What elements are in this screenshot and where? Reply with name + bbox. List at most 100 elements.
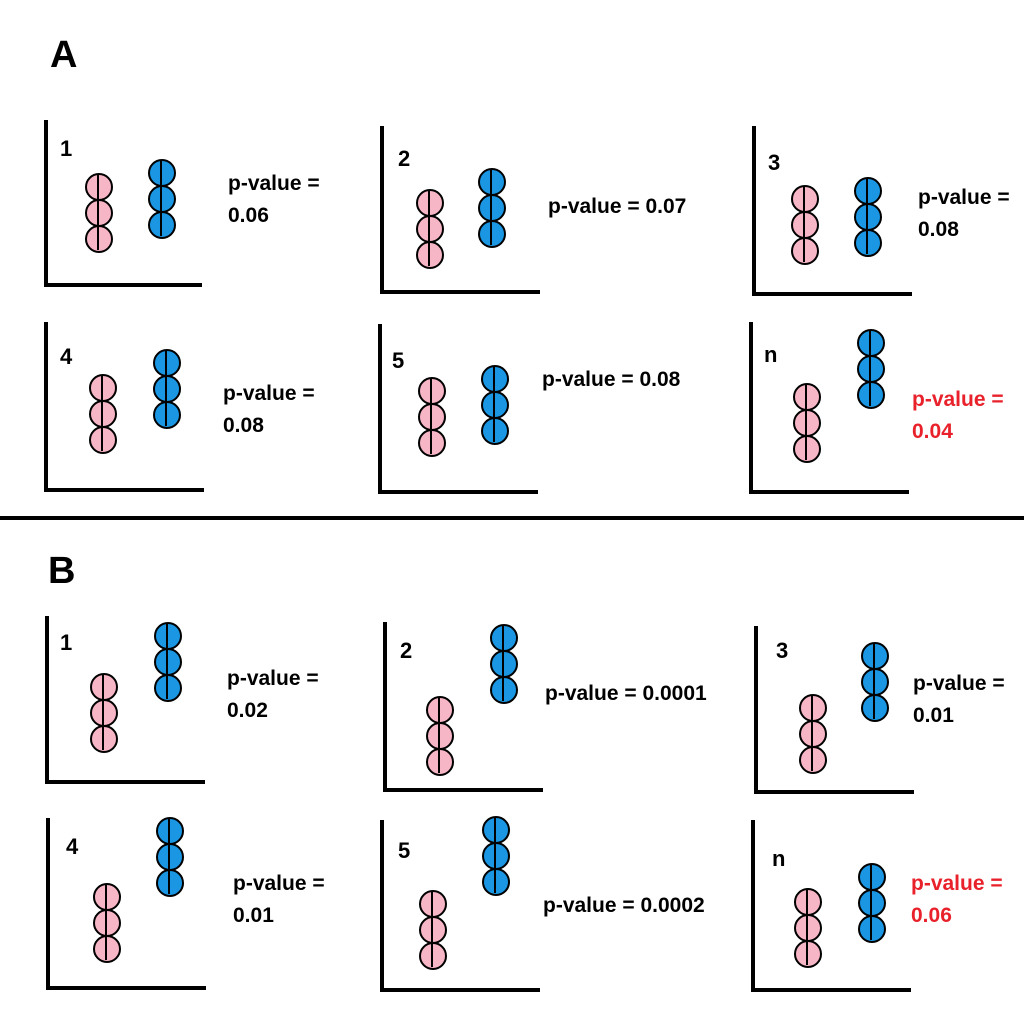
p-value-line1: p-value = — [912, 388, 1004, 411]
blue-group-dot — [490, 650, 518, 678]
pink-group-dot — [90, 673, 118, 701]
pink-group-dot — [418, 377, 446, 405]
panel-label: n — [764, 342, 778, 367]
y-axis — [44, 120, 48, 285]
blue-group-dot — [482, 816, 510, 844]
pink-group-dot — [799, 746, 827, 774]
pink-group-dot — [93, 883, 121, 911]
blue-group-error-bar — [490, 169, 492, 245]
p-value-text: p-value = 0.0001 — [545, 678, 707, 710]
blue-group-dot — [153, 349, 181, 377]
pink-group-error-bar — [438, 697, 440, 773]
blue-group-dot — [861, 642, 889, 670]
blue-group-error-bar — [160, 160, 162, 236]
section-label-a: A — [50, 34, 78, 76]
blue-group-dot — [861, 694, 889, 722]
y-axis — [46, 818, 50, 988]
x-axis — [380, 290, 540, 294]
blue-group-error-bar — [166, 623, 168, 699]
pink-group-dot — [793, 409, 821, 437]
pink-group-dot — [85, 225, 113, 253]
blue-group-error-bar — [869, 330, 871, 406]
p-value-text: p-value = 0.08 — [542, 364, 680, 396]
blue-group-dot — [857, 381, 885, 409]
blue-group-dot — [156, 869, 184, 897]
x-axis — [751, 988, 911, 992]
p-value-line1: p-value = — [223, 382, 315, 405]
x-axis — [383, 788, 543, 792]
blue-group-dot — [148, 185, 176, 213]
y-axis — [751, 820, 755, 990]
y-axis — [380, 126, 384, 292]
pink-group-error-bar — [101, 375, 103, 451]
p-value-line1: p-value = — [233, 872, 325, 895]
pink-group-error-bar — [428, 190, 430, 266]
pink-group-dot — [426, 722, 454, 750]
x-axis — [749, 490, 909, 494]
pink-group-dot — [799, 694, 827, 722]
pink-group-dot — [85, 199, 113, 227]
blue-group-dot — [148, 211, 176, 239]
panel-label: n — [772, 846, 786, 871]
blue-group-error-bar — [866, 178, 868, 254]
x-axis — [754, 790, 914, 794]
x-axis — [46, 986, 206, 990]
y-axis — [754, 626, 758, 792]
pink-group-dot — [419, 916, 447, 944]
panel-label: 1 — [60, 136, 73, 161]
p-value-text: p-value = 0.0002 — [543, 890, 705, 922]
pink-group-dot — [793, 383, 821, 411]
blue-group-error-bar — [493, 366, 495, 442]
pink-group-dot — [89, 400, 117, 428]
blue-group-dot — [156, 817, 184, 845]
panel-label: 4 — [60, 344, 73, 369]
section-divider — [0, 516, 1024, 520]
blue-group-dot — [478, 168, 506, 196]
p-value-line2: 0.02 — [227, 699, 268, 722]
pink-group-dot — [791, 237, 819, 265]
p-value-line1: p-value = 0.0002 — [543, 894, 705, 917]
blue-group-dot — [481, 365, 509, 393]
p-value-line2: 0.08 — [918, 218, 959, 241]
pink-group-dot — [416, 189, 444, 217]
blue-group-dot — [861, 668, 889, 696]
pink-group-error-bar — [431, 891, 433, 967]
blue-group-dot — [154, 674, 182, 702]
blue-group-dot — [481, 417, 509, 445]
y-axis — [383, 622, 387, 790]
pink-group-error-bar — [97, 174, 99, 250]
p-value-line1: p-value = 0.07 — [548, 195, 687, 218]
pink-group-dot — [794, 940, 822, 968]
x-axis — [44, 283, 202, 287]
blue-group-dot — [854, 177, 882, 205]
blue-group-dot — [156, 843, 184, 871]
p-value-text: p-value =0.01 — [233, 868, 325, 932]
pink-group-dot — [791, 211, 819, 239]
pink-group-dot — [426, 748, 454, 776]
pink-group-dot — [791, 185, 819, 213]
pink-group-error-bar — [105, 884, 107, 960]
x-axis — [45, 780, 205, 784]
p-value-text: p-value = 0.08 — [918, 182, 1010, 246]
panel-label: 5 — [398, 838, 411, 863]
pink-group-dot — [799, 720, 827, 748]
y-axis — [752, 126, 756, 294]
y-axis — [380, 820, 384, 990]
section-label-b: B — [48, 550, 76, 592]
blue-group-dot — [482, 868, 510, 896]
p-value-line2: 0.06 — [911, 904, 952, 927]
x-axis — [44, 488, 204, 492]
blue-group-dot — [153, 401, 181, 429]
p-value-line2: 0.08 — [223, 414, 264, 437]
p-value-line1: p-value = — [918, 186, 1010, 209]
pink-group-dot — [794, 914, 822, 942]
pink-group-dot — [416, 215, 444, 243]
blue-group-dot — [154, 622, 182, 650]
blue-group-dot — [148, 159, 176, 187]
p-value-line2: 0.04 — [912, 420, 953, 443]
pink-group-dot — [90, 725, 118, 753]
pink-group-dot — [418, 403, 446, 431]
pink-group-error-bar — [803, 186, 805, 262]
pink-group-dot — [426, 696, 454, 724]
p-value-line1: p-value = — [227, 667, 319, 690]
